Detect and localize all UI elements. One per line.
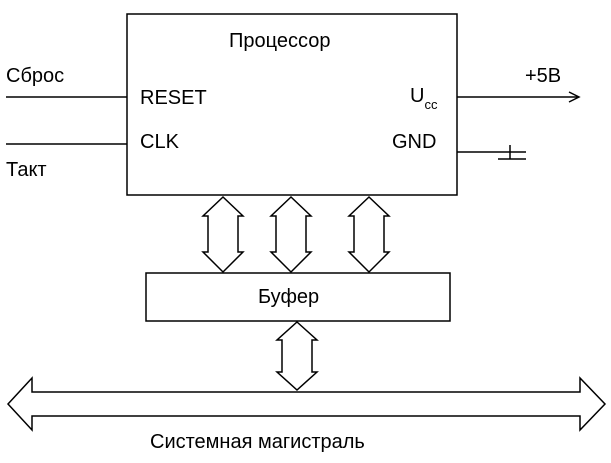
processor-block	[126, 13, 458, 196]
data-bus-arrow-1	[201, 195, 245, 274]
data-bus-arrow-3	[347, 195, 391, 274]
pin-gnd-label: GND	[392, 131, 437, 153]
pin-reset-label: RESET	[140, 87, 207, 109]
clock-input-label: Такт	[6, 159, 47, 181]
ground-icon	[498, 145, 526, 160]
pin-ucc-main: U	[410, 85, 425, 107]
pin-ucc-label: Ucc	[410, 85, 437, 111]
buffer-bus-arrow	[275, 320, 319, 392]
buffer-block	[145, 272, 451, 322]
buffer-label: Буфер	[258, 286, 320, 308]
power-arrow-icon	[568, 91, 581, 103]
system-bus-label: Системная магистраль	[150, 431, 365, 453]
data-bus-arrow-2	[269, 195, 313, 274]
system-bus-arrow	[6, 376, 607, 432]
pin-clk-label: CLK	[140, 131, 179, 153]
power-label: +5В	[525, 65, 562, 87]
processor-title: Процессор	[229, 30, 331, 52]
reset-input-label: Сброс	[6, 65, 65, 87]
pin-ucc-subscript: cc	[424, 97, 438, 112]
